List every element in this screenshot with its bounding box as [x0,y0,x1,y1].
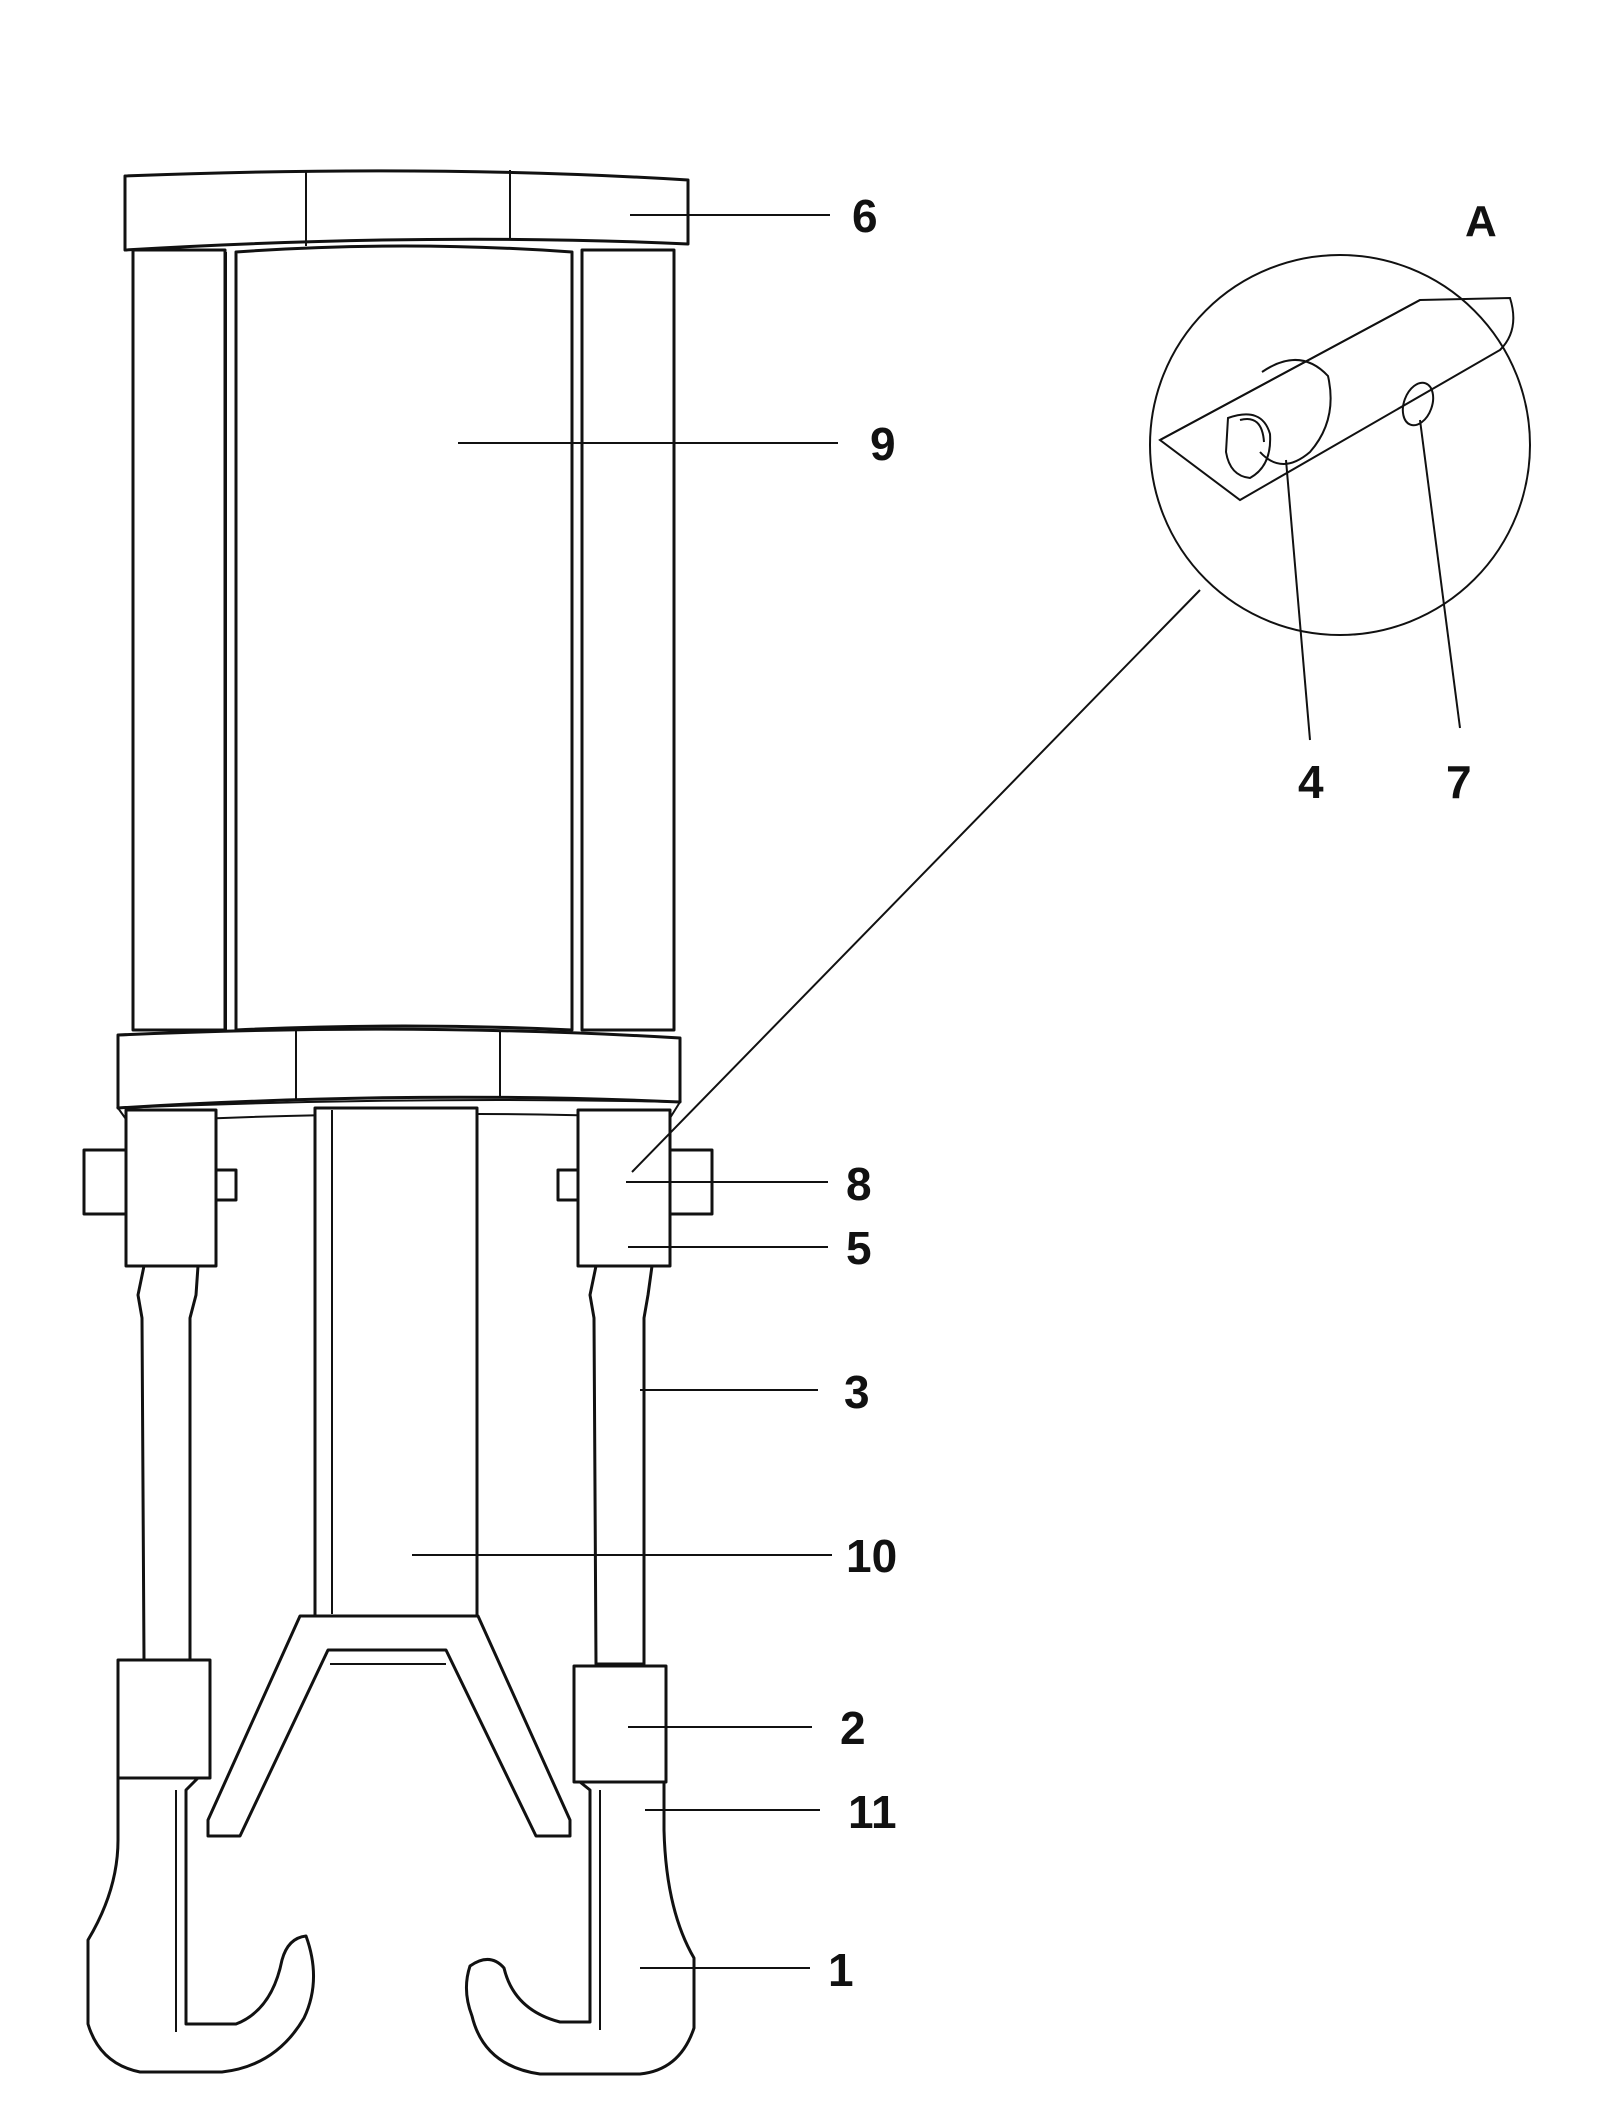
callout-7: 7 [1446,756,1472,808]
detail-view-a [1149,254,1531,636]
right-arm [465,1108,714,2076]
detail-label: A [1465,197,1497,246]
bottom-plate [116,1027,682,1110]
left-arm [82,1108,315,2074]
push-rod-assembly [206,1106,572,1838]
left-swivel-block [124,1108,218,1268]
callout-6: 6 [852,190,878,242]
tie-rod-right [580,248,676,1032]
right-link-rod [588,1264,654,1666]
left-collar [116,1658,212,1780]
callout-1: 1 [828,1944,854,1996]
callout-9: 9 [870,418,896,470]
right-hook [465,1780,696,2076]
callout-10: 10 [846,1530,897,1582]
callout-4: 4 [1298,756,1324,808]
tie-rod-left [131,248,227,1032]
left-link-rod [136,1264,200,1662]
callout-2: 2 [840,1702,866,1754]
right-collar [572,1664,668,1784]
callout-3: 3 [844,1366,870,1418]
callout-8: 8 [846,1158,872,1210]
top-plate [123,169,690,252]
pin-hole [1401,381,1435,427]
right-swivel-block [576,1108,672,1268]
detail-circle [1149,254,1531,636]
left-bolt [82,1148,128,1216]
spreader-yoke [206,1614,572,1838]
callout-5: 5 [846,1222,872,1274]
left-hook [86,1776,315,2074]
push-rod [313,1106,479,1618]
callout-labels: A 6 9 4 7 8 5 3 10 2 11 1 [828,190,1497,1996]
leader-lines [412,214,1461,1969]
cylinder-body [234,244,574,1032]
callout-11: 11 [848,1786,897,1838]
cylinder-assembly [116,169,690,1124]
